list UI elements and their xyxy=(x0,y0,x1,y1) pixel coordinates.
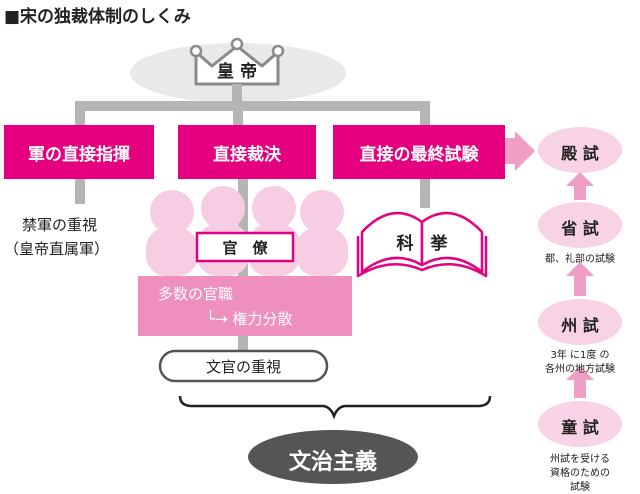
military-line2: （皇帝直属軍） xyxy=(4,240,110,258)
exam-child-name: 童 試 xyxy=(561,418,599,437)
arrow-to-palace-exam xyxy=(505,131,535,171)
exam-palace-circle xyxy=(538,127,622,173)
dispersion-label: └→ 権力分散 xyxy=(206,310,293,328)
civil-pill xyxy=(158,349,329,383)
officials-box xyxy=(195,231,295,263)
power-label-rulings: 直接裁決 xyxy=(213,144,281,165)
exam-state-note-1: 3年 に1度 の xyxy=(550,350,610,361)
emperor-label: 皇 帝 xyxy=(217,62,257,82)
exam-child-note-2: 資格のための xyxy=(550,468,610,479)
posts-block xyxy=(138,276,352,336)
military-line1: 禁軍の重視 xyxy=(22,216,98,234)
power-box-military xyxy=(4,125,154,179)
result-ellipse xyxy=(248,430,418,484)
power-label-exam: 直接の最終試験 xyxy=(359,144,479,165)
exam-child-note-1: 州試を受ける xyxy=(550,454,610,465)
officials-label: 官 僚 xyxy=(222,239,268,257)
brace xyxy=(178,395,492,420)
result-label: 文治主義 xyxy=(288,450,377,475)
exam-palace-name: 殿 試 xyxy=(561,144,599,163)
book-icon xyxy=(356,211,488,278)
exam-state-name: 州 試 xyxy=(561,316,599,335)
military-connector xyxy=(75,178,85,204)
civil-emphasis-label: 文官の重視 xyxy=(205,358,281,376)
exam-province-circle xyxy=(538,202,622,248)
exam-connector xyxy=(420,178,430,208)
exam-province-note: 都、礼部の試験 xyxy=(545,254,615,265)
exam-child-circle xyxy=(538,401,622,447)
power-box-rulings xyxy=(178,125,316,179)
tree-branch xyxy=(75,101,430,111)
power-box-exam xyxy=(333,125,505,179)
exam-province-name: 省 試 xyxy=(561,219,599,238)
exam-child-note-3: 試験 xyxy=(570,482,590,493)
book-label: 科 挙 xyxy=(396,234,448,254)
crown-icon xyxy=(194,44,280,86)
exam-state-note-2: 各州の地方試験 xyxy=(545,364,615,375)
exam-up-arrows xyxy=(566,172,594,398)
power-label-military: 軍の直接指揮 xyxy=(28,144,130,165)
tree-stem xyxy=(232,84,242,106)
exam-state-circle xyxy=(538,299,622,345)
page-title: ■宋の独裁体制のしくみ xyxy=(4,7,191,27)
many-posts-label: 多数の官職 xyxy=(158,285,234,303)
